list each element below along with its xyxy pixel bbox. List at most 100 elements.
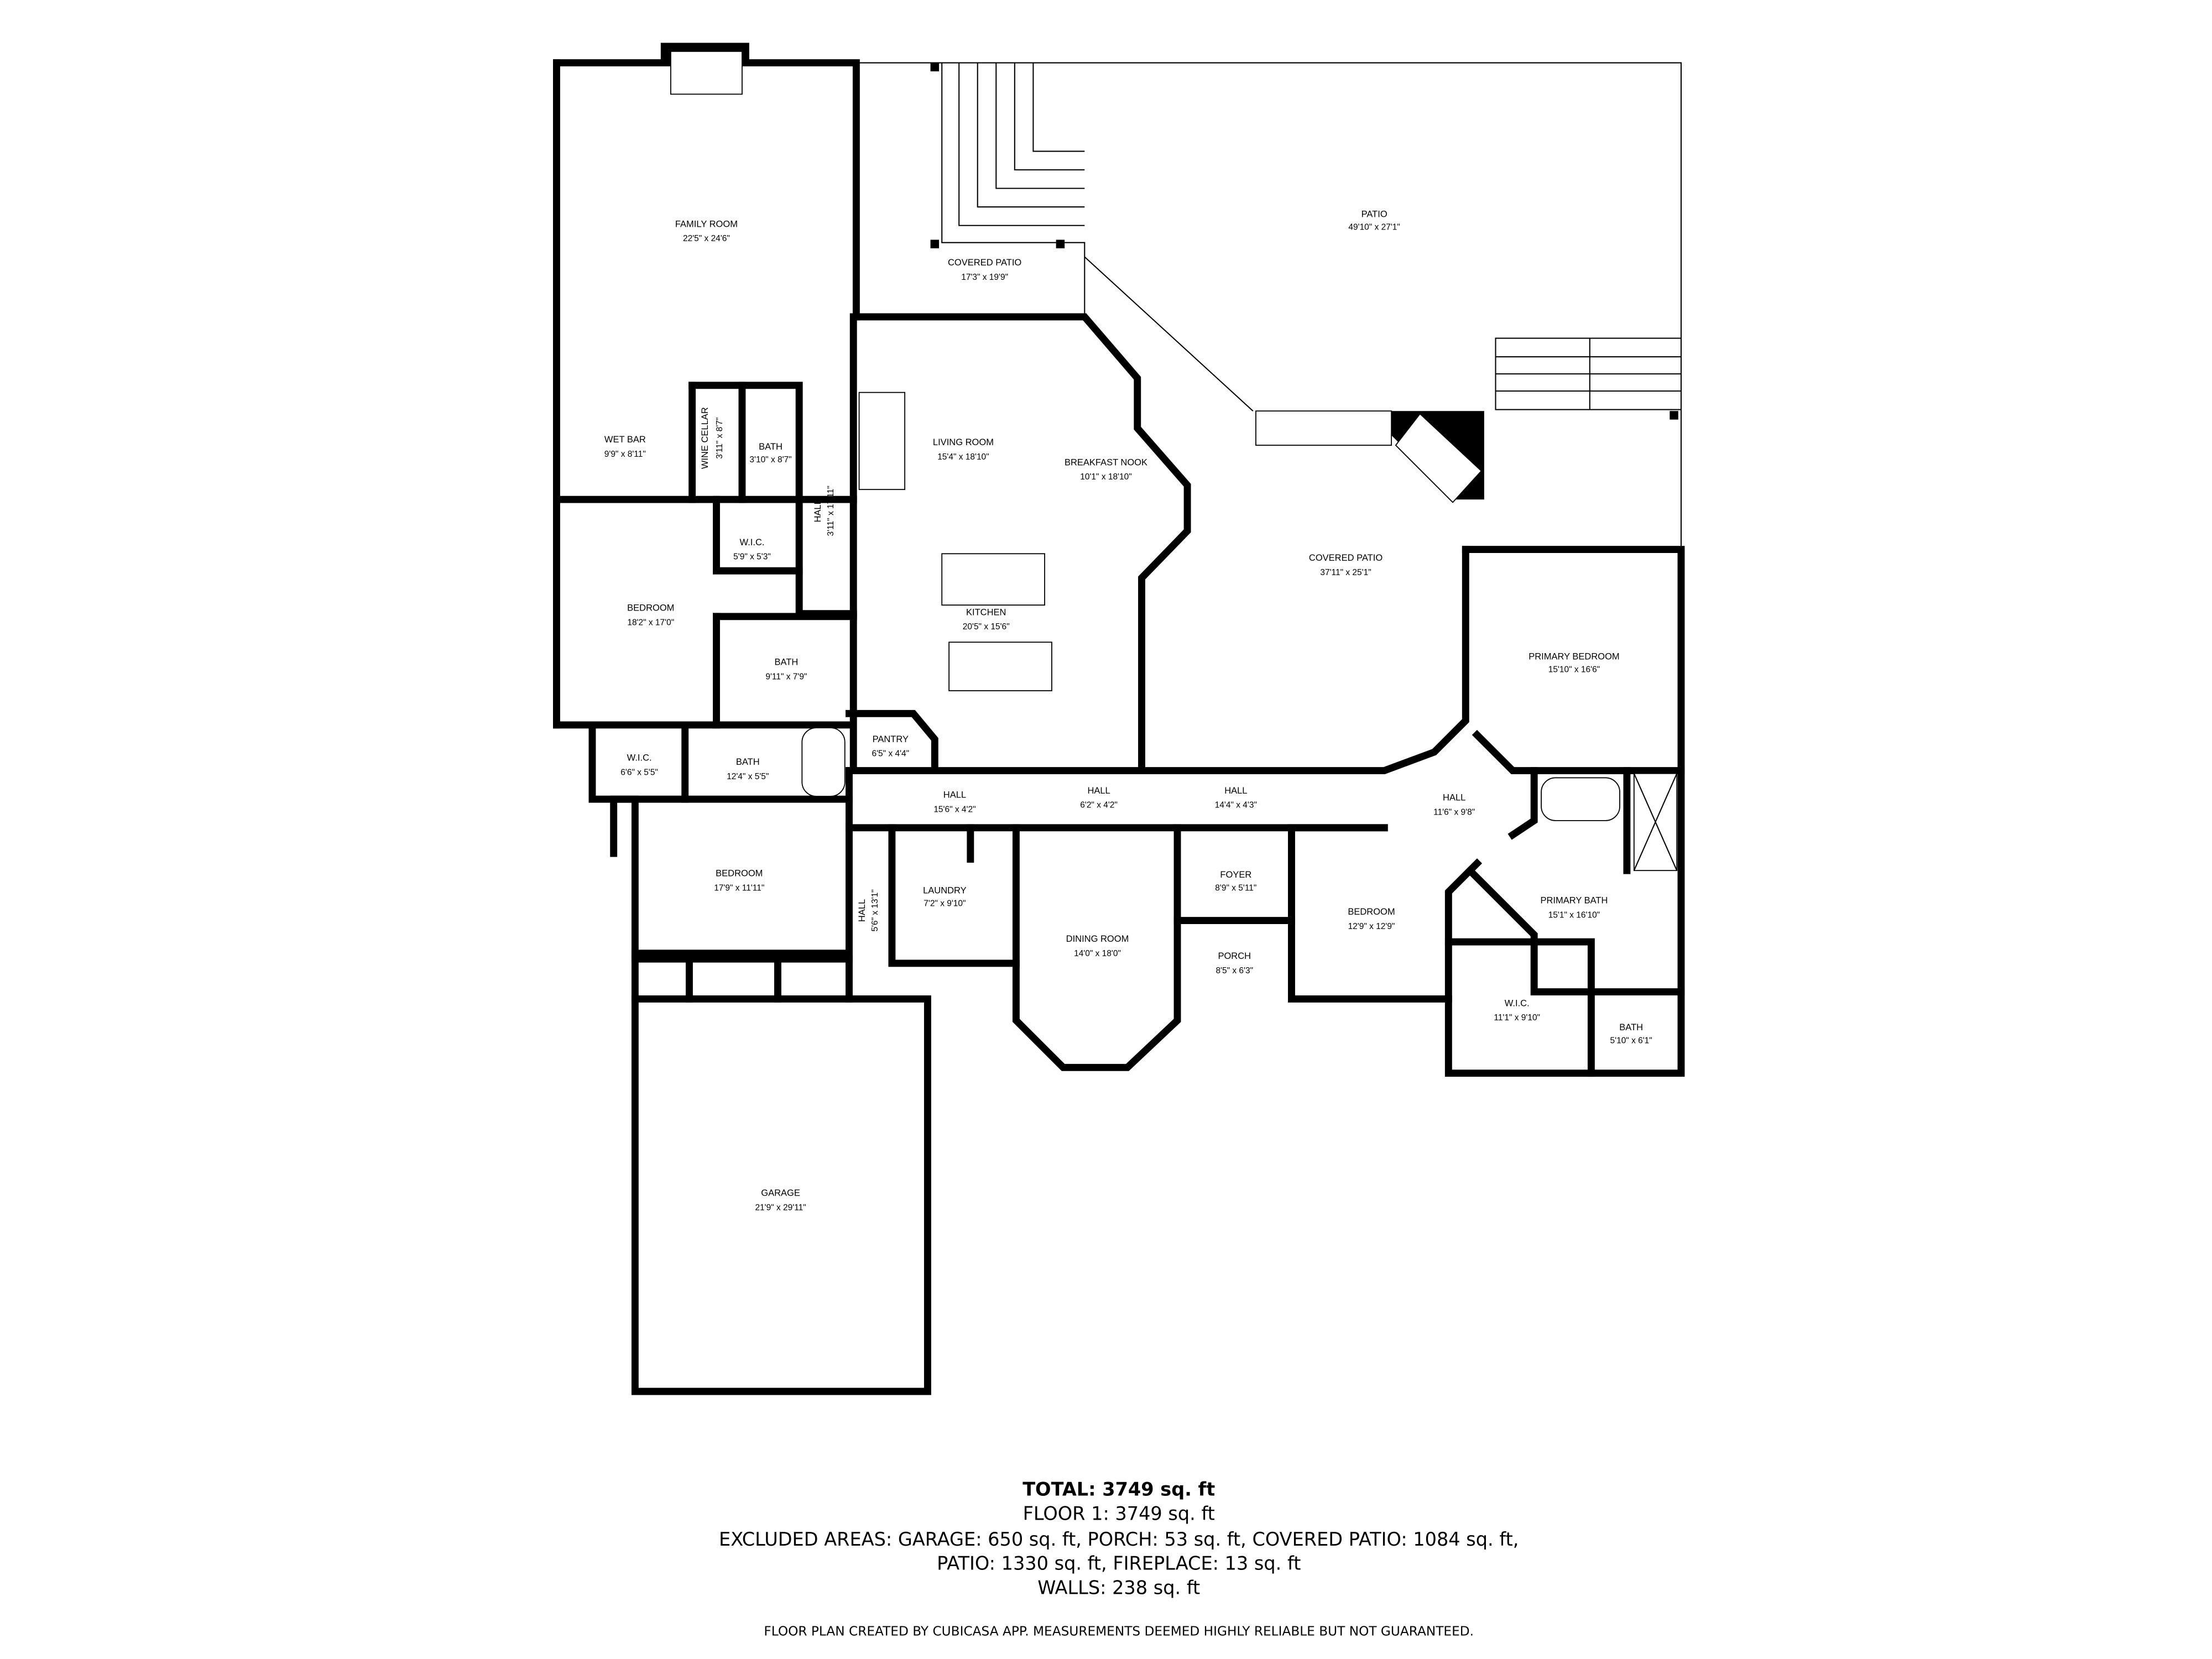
room-label-kitchen: KITCHEN 20'5" x 15'6": [963, 607, 1010, 632]
svg-text:6'5" x 4'4": 6'5" x 4'4": [872, 749, 910, 759]
svg-text:BREAKFAST NOOK: BREAKFAST NOOK: [1065, 457, 1147, 467]
svg-text:6'6" x 5'5": 6'6" x 5'5": [620, 768, 658, 777]
svg-text:12'9" x 12'9": 12'9" x 12'9": [1348, 922, 1395, 931]
svg-text:HALL: HALL: [1087, 786, 1110, 796]
room-label-hall-1: HALL 15'6" x 4'2": [933, 790, 975, 815]
svg-text:BEDROOM: BEDROOM: [1348, 907, 1395, 917]
svg-text:15'10" x 16'6": 15'10" x 16'6": [1548, 665, 1600, 674]
svg-text:PATIO: PATIO: [1361, 209, 1387, 219]
room-label-family-room: FAMILY ROOM 22'5" x 24'6": [675, 219, 738, 243]
area-summary: TOTAL: 3749 sq. ft FLOOR 1: 3749 sq. ft …: [719, 1479, 1519, 1639]
room-label-wet-bar: WET BAR 9'9" x 8'11": [604, 435, 646, 459]
room-label-hall-3: HALL 14'4" x 4'3": [1215, 786, 1257, 810]
room-label-wic-small: W.I.C. 5'9" x 5'3": [733, 538, 771, 562]
svg-text:LAUNDRY: LAUNDRY: [923, 885, 967, 895]
outdoor-outlines: [856, 62, 1682, 550]
svg-text:8'5" x 6'3": 8'5" x 6'3": [1215, 966, 1253, 975]
svg-text:W.I.C.: W.I.C.: [1505, 998, 1530, 1008]
svg-text:49'10" x 27'1": 49'10" x 27'1": [1348, 222, 1400, 232]
svg-text:BEDROOM: BEDROOM: [627, 603, 674, 613]
svg-text:37'11" x 25'1": 37'11" x 25'1": [1320, 568, 1371, 577]
svg-text:3'11" x 17'11": 3'11" x 17'11": [826, 486, 836, 536]
svg-text:20'5" x 15'6": 20'5" x 15'6": [963, 622, 1010, 632]
svg-text:5'9" x 5'3": 5'9" x 5'3": [733, 552, 771, 562]
svg-text:17'3" x 19'9": 17'3" x 19'9": [961, 273, 1008, 282]
room-label-covered-patio-east: COVERED PATIO 37'11" x 25'1": [1309, 553, 1383, 577]
svg-text:BATH: BATH: [1619, 1022, 1643, 1032]
svg-text:15'6" x 4'2": 15'6" x 4'2": [933, 805, 975, 814]
svg-text:6'2" x 4'2": 6'2" x 4'2": [1080, 801, 1118, 810]
svg-text:7'2" x 9'10": 7'2" x 9'10": [924, 899, 966, 909]
room-label-pantry: PANTRY 6'5" x 4'4": [872, 734, 910, 759]
svg-text:8'9" x 5'11": 8'9" x 5'11": [1215, 883, 1256, 893]
room-label-bedroom-west: BEDROOM 18'2" x 17'0": [627, 603, 674, 628]
svg-text:GARAGE: GARAGE: [761, 1188, 800, 1198]
room-label-bedroom-east: BEDROOM 12'9" x 12'9": [1348, 907, 1395, 931]
svg-text:10'1" x 18'10": 10'1" x 18'10": [1080, 472, 1131, 482]
disclaimer: FLOOR PLAN CREATED BY CUBICASA APP. MEAS…: [764, 1624, 1474, 1639]
svg-text:WINE CELLAR: WINE CELLAR: [700, 407, 710, 469]
svg-text:9'9" x 8'11": 9'9" x 8'11": [604, 450, 646, 459]
svg-text:WET BAR: WET BAR: [604, 435, 646, 445]
svg-text:PANTRY: PANTRY: [873, 734, 909, 744]
svg-text:HALL: HALL: [857, 899, 867, 922]
svg-text:HALL: HALL: [813, 499, 823, 522]
svg-text:BATH: BATH: [736, 757, 760, 767]
excluded-areas-line2: PATIO: 1330 sq. ft, FIREPLACE: 13 sq. ft: [937, 1553, 1301, 1574]
room-label-patio: PATIO 49'10" x 27'1": [1348, 209, 1400, 232]
svg-text:DINING ROOM: DINING ROOM: [1066, 934, 1129, 944]
svg-text:PORCH: PORCH: [1218, 951, 1251, 961]
room-label-laundry: LAUNDRY 7'2" x 9'10": [923, 885, 967, 908]
svg-text:HALL: HALL: [1224, 786, 1247, 796]
svg-text:KITCHEN: KITCHEN: [966, 607, 1006, 617]
svg-text:15'1" x 16'10": 15'1" x 16'10": [1548, 910, 1600, 920]
excluded-areas-line1: EXCLUDED AREAS: GARAGE: 650 sq. ft, PORC…: [719, 1528, 1519, 1550]
room-label-bedroom-south: BEDROOM 17'9" x 11'11": [714, 869, 764, 893]
total-area: TOTAL: 3749 sq. ft: [1022, 1479, 1215, 1500]
svg-text:18'2" x 17'0": 18'2" x 17'0": [627, 618, 674, 627]
floor-area: FLOOR 1: 3749 sq. ft: [1023, 1503, 1215, 1524]
room-label-porch: PORCH 8'5" x 6'3": [1215, 951, 1253, 975]
svg-text:14'4" x 4'3": 14'4" x 4'3": [1215, 801, 1257, 810]
svg-text:BATH: BATH: [775, 658, 799, 667]
svg-text:17'9" x 11'11": 17'9" x 11'11": [714, 883, 764, 893]
room-label-bath-southwest: BATH 12'4" x 5'5": [727, 757, 769, 781]
room-labels: FAMILY ROOM 22'5" x 24'6" COVERED PATIO 17…: [604, 209, 1652, 1212]
room-label-wine-cellar: WINE CELLAR 3'11" x 8'7": [700, 407, 724, 469]
room-label-wic-southwest: W.I.C. 6'6" x 5'5": [620, 753, 658, 777]
room-label-garage: GARAGE 21'9" x 29'11": [755, 1188, 806, 1213]
room-label-bath-hall: BATH 3'10" x 8'7": [749, 442, 791, 465]
svg-text:PRIMARY BEDROOM: PRIMARY BEDROOM: [1528, 651, 1619, 661]
room-label-dining-room: DINING ROOM 14'0" x 18'0": [1066, 934, 1129, 958]
room-label-wic-primary: W.I.C.11'1" x 9'10": [1494, 998, 1540, 1022]
svg-text:FAMILY ROOM: FAMILY ROOM: [675, 219, 738, 229]
svg-text:3'10" x 8'7": 3'10" x 8'7": [749, 455, 791, 465]
svg-text:12'4" x 5'5": 12'4" x 5'5": [727, 772, 769, 781]
walls: [553, 43, 1685, 1395]
svg-text:14'0" x 18'0": 14'0" x 18'0": [1074, 949, 1121, 958]
room-label-covered-patio-north: COVERED PATIO 17'3" x 19'9": [948, 258, 1021, 282]
svg-text:W.I.C.: W.I.C.: [740, 538, 765, 547]
svg-text:COVERED PATIO: COVERED PATIO: [948, 258, 1021, 268]
svg-text:W.I.C.: W.I.C.: [627, 753, 652, 763]
room-label-primary-bedroom: PRIMARY BEDROOM 15'10" x 16'6": [1528, 651, 1619, 674]
svg-text:15'4" x 18'10": 15'4" x 18'10": [937, 452, 989, 462]
svg-text:22'5" x 24'6": 22'5" x 24'6": [683, 234, 730, 243]
svg-text:5'6" x 13'1": 5'6" x 13'1": [870, 889, 880, 931]
svg-text:21'9" x 29'11": 21'9" x 29'11": [755, 1203, 806, 1212]
svg-text:BEDROOM: BEDROOM: [716, 869, 763, 879]
svg-text:3'11" x 8'7": 3'11" x 8'7": [715, 418, 724, 459]
svg-text:BATH: BATH: [759, 442, 782, 452]
svg-text:COVERED PATIO: COVERED PATIO: [1309, 553, 1383, 563]
svg-text:HALL: HALL: [943, 790, 966, 800]
walls-area: WALLS: 238 sq. ft: [1037, 1577, 1200, 1599]
svg-text:11'6" x 9'8": 11'6" x 9'8": [1433, 808, 1475, 817]
